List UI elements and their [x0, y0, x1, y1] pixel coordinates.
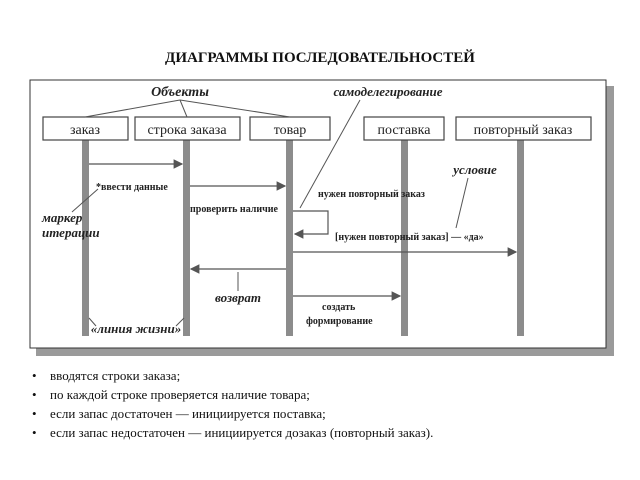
list-item: • если запас достаточен — инициируется по… — [32, 404, 622, 423]
note-text: если запас достаточен — инициируется пос… — [50, 406, 326, 421]
object-label-order-line: строка заказа — [147, 123, 227, 138]
annotation-lifeline: «линия жизни» — [91, 321, 181, 336]
lifeline-order — [82, 140, 89, 336]
leader-line-objects-2 — [179, 99, 188, 118]
lifeline-product — [286, 140, 293, 336]
lifeline-reorder — [517, 140, 524, 336]
leader-line-objects-3 — [179, 99, 291, 118]
note-text: по каждой строке проверяется наличие тов… — [50, 387, 310, 402]
message-label-create-1: создать — [322, 302, 356, 313]
annotation-condition: условие — [451, 162, 497, 177]
leader-line-iteration-marker — [71, 188, 99, 213]
notes-list: • вводятся строки заказа; • по каждой стро… — [32, 366, 622, 442]
object-label-product: товар — [274, 123, 307, 138]
bullet-icon: • — [32, 368, 37, 383]
note-text: вводятся строки заказа; — [50, 368, 181, 383]
object-label-reorder: повторный заказ — [474, 123, 573, 138]
annotation-iteration-marker-2: итерации — [42, 225, 100, 240]
leader-line-objects-1 — [84, 99, 181, 118]
leader-line-self-delegation — [299, 99, 361, 209]
note-text: если запас недостаточен — инициируется д… — [50, 425, 434, 440]
message-label-create-2: формирование — [306, 316, 373, 327]
object-label-order: заказ — [70, 123, 101, 138]
object-box-order-line — [134, 116, 241, 141]
message-arrow-self-delegation — [293, 210, 329, 239]
list-item: • если запас недостаточен — инициируется … — [32, 423, 622, 442]
message-label-check-availability: проверить наличие — [190, 204, 279, 215]
annotation-self-delegation: самоделегирование — [334, 84, 443, 99]
list-item: • вводятся строки заказа; — [32, 366, 622, 385]
message-label-condition: [нужен повторный заказ] — «да» — [335, 232, 484, 243]
list-item: • по каждой строке проверяется наличие то… — [32, 385, 622, 404]
object-box-reorder — [455, 116, 592, 141]
leader-line-lifeline-2 — [175, 317, 185, 327]
bullet-icon: • — [32, 387, 37, 402]
message-label-need-reorder: нужен повторный заказ — [318, 189, 425, 200]
message-label-enter-data: *ввести данные — [96, 182, 168, 193]
bullet-icon: • — [32, 425, 37, 440]
annotation-iteration-marker-1: маркер — [41, 210, 83, 225]
bullet-icon: • — [32, 406, 37, 421]
leader-line-condition — [455, 177, 469, 229]
annotation-objects: Объекты — [151, 85, 209, 100]
object-box-delivery — [363, 116, 445, 141]
object-label-delivery: поставка — [378, 123, 432, 138]
annotation-return: возврат — [215, 290, 261, 305]
lifeline-order-line — [183, 140, 190, 336]
page-title: ДИАГРАММЫ ПОСЛЕДОВАТЕЛЬНОСТЕЙ — [165, 50, 475, 66]
leader-line-lifeline-1 — [88, 317, 97, 327]
lifeline-delivery — [401, 140, 408, 336]
sequence-diagram: заказ строка заказа товар поставка повто… — [29, 79, 614, 356]
